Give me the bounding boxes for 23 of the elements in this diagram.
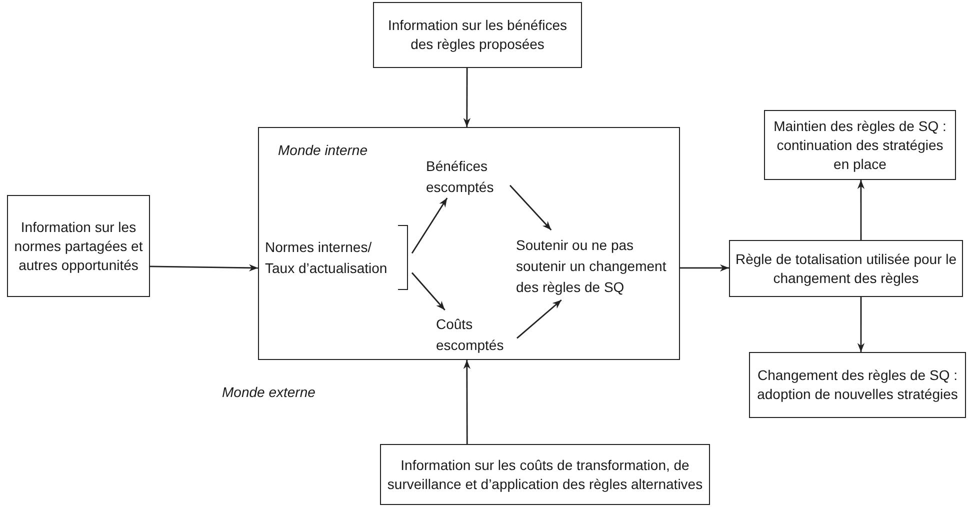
arrow [509,184,552,230]
node-label: Soutenir ou ne pas soutenir un changement des règles de SQ [516,236,668,297]
arrow [857,297,865,352]
text-box: Maintien des règles de SQ : continuation des stratégies en place [764,110,956,180]
text-box: Information sur les bénéfices des règles proposées [373,2,582,68]
text-box: Information sur les normes partagées et autres opportunités [7,195,150,297]
arrow [463,360,471,444]
arrow [680,264,729,272]
arrow [150,264,258,272]
text-box: Règle de totalisation utilisée pour le changement des règles [729,240,963,297]
arrow [411,198,448,254]
node-label: Coûts escomptés [436,314,505,355]
text-box: Changement des règles de SQ : adoption de nouvelles stratégies [749,352,966,418]
node-label: Normes internes/ Taux d’actualisation [265,238,388,278]
arrow [411,272,446,310]
outer-world-label: Monde externe [222,383,316,401]
arrow [857,180,865,240]
arrow [463,68,471,127]
arrow [516,299,562,339]
inner-world-frame [258,127,680,360]
frame-heading: Monde interne [278,141,368,159]
node-label: Bénéfices escomptés [426,156,495,197]
text-box: Information sur les coûts de transformation, de surveillance et d’application des règles alternatives [380,444,710,505]
